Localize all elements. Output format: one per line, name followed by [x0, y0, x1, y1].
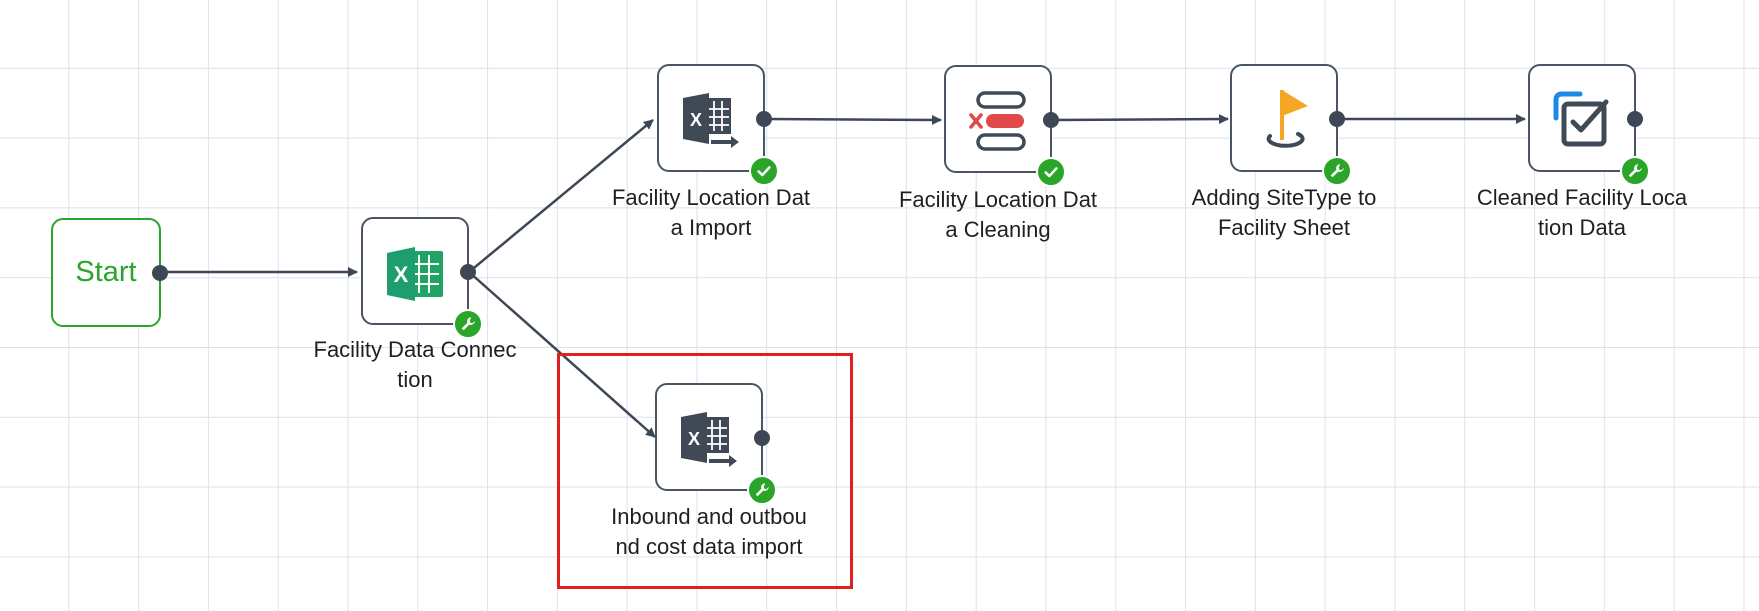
wrench-status-badge[interactable]: [747, 475, 777, 505]
check-icon: [1044, 167, 1058, 178]
output-port[interactable]: [460, 264, 476, 280]
svg-text:X: X: [688, 429, 700, 449]
node-facility-location-data-import[interactable]: X: [657, 64, 779, 186]
node-label: Adding SiteType to Facility Sheet: [1191, 185, 1377, 240]
wrench-icon: [755, 483, 769, 497]
node-label: Facility Data Connec tion: [313, 337, 517, 392]
node-label: Facility Location Dat a Cleaning: [898, 187, 1098, 242]
excel-green-icon: X: [387, 247, 443, 301]
wrench-status-badge[interactable]: [1322, 156, 1352, 186]
wrench-icon: [1628, 164, 1642, 178]
checkbox-icon: [1553, 91, 1609, 147]
svg-text:X: X: [394, 262, 409, 287]
output-port[interactable]: [754, 430, 770, 446]
node-inbound-outbound-cost-import[interactable]: X: [655, 383, 777, 505]
flag-icon: [1266, 90, 1308, 148]
node-label: Cleaned Facility Loca tion Data: [1476, 185, 1688, 240]
selection-highlight: [557, 353, 853, 589]
output-port[interactable]: [1043, 112, 1059, 128]
output-port[interactable]: [756, 111, 772, 127]
edge-cleaning-to-sitetype[interactable]: [1051, 114, 1229, 125]
start-output-port[interactable]: [152, 265, 168, 281]
check-status-badge[interactable]: [749, 156, 779, 186]
start-node[interactable]: Start: [51, 218, 168, 327]
edge-connection-to-import[interactable]: [468, 119, 654, 273]
data-cleaning-icon: [969, 91, 1026, 151]
start-node-label: Start: [75, 256, 137, 288]
node-cleaned-facility-location-data[interactable]: [1528, 64, 1650, 186]
excel-import-icon: X: [681, 412, 737, 467]
wrench-icon: [1330, 164, 1344, 178]
wrench-status-badge[interactable]: [453, 309, 483, 339]
output-port[interactable]: [1329, 111, 1345, 127]
wrench-icon: [461, 317, 475, 331]
node-label: Facility Location Dat a Import: [611, 185, 811, 240]
check-status-badge[interactable]: [1036, 157, 1066, 187]
wrench-status-badge[interactable]: [1620, 156, 1650, 186]
output-port[interactable]: [1627, 111, 1643, 127]
excel-import-icon: X: [683, 93, 739, 148]
node-label: Inbound and outbou nd cost data import: [611, 504, 807, 559]
node-facility-data-connection[interactable]: X: [361, 217, 483, 339]
edge-import-to-cleaning[interactable]: [766, 114, 942, 125]
node-facility-location-data-cleaning[interactable]: [944, 65, 1066, 187]
node-adding-sitetype[interactable]: [1230, 64, 1352, 186]
svg-text:X: X: [690, 110, 702, 130]
check-icon: [757, 166, 771, 177]
